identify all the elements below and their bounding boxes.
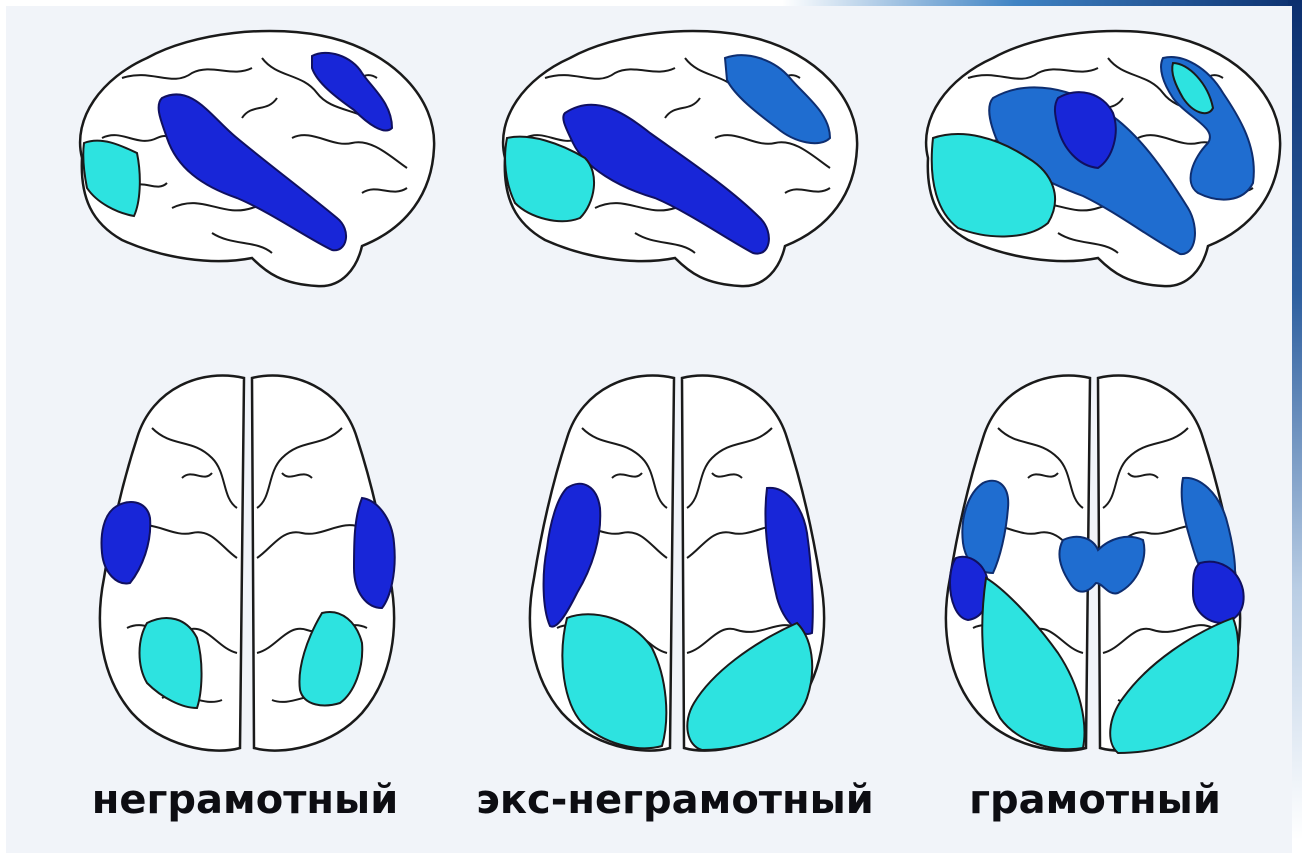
top-brain-2 [530,376,824,751]
caption-illiterate: неграмотный [70,770,420,830]
top-brain-3 [946,376,1244,754]
side-brain-1 [80,31,434,286]
caption-ex-illiterate: экс-неграмотный [455,770,895,830]
side-brain-2 [503,31,857,286]
brain-diagram [0,0,1302,760]
caption-literate: грамотный [930,770,1260,830]
side-brain-3 [926,31,1280,286]
top-brain-1 [100,376,395,751]
